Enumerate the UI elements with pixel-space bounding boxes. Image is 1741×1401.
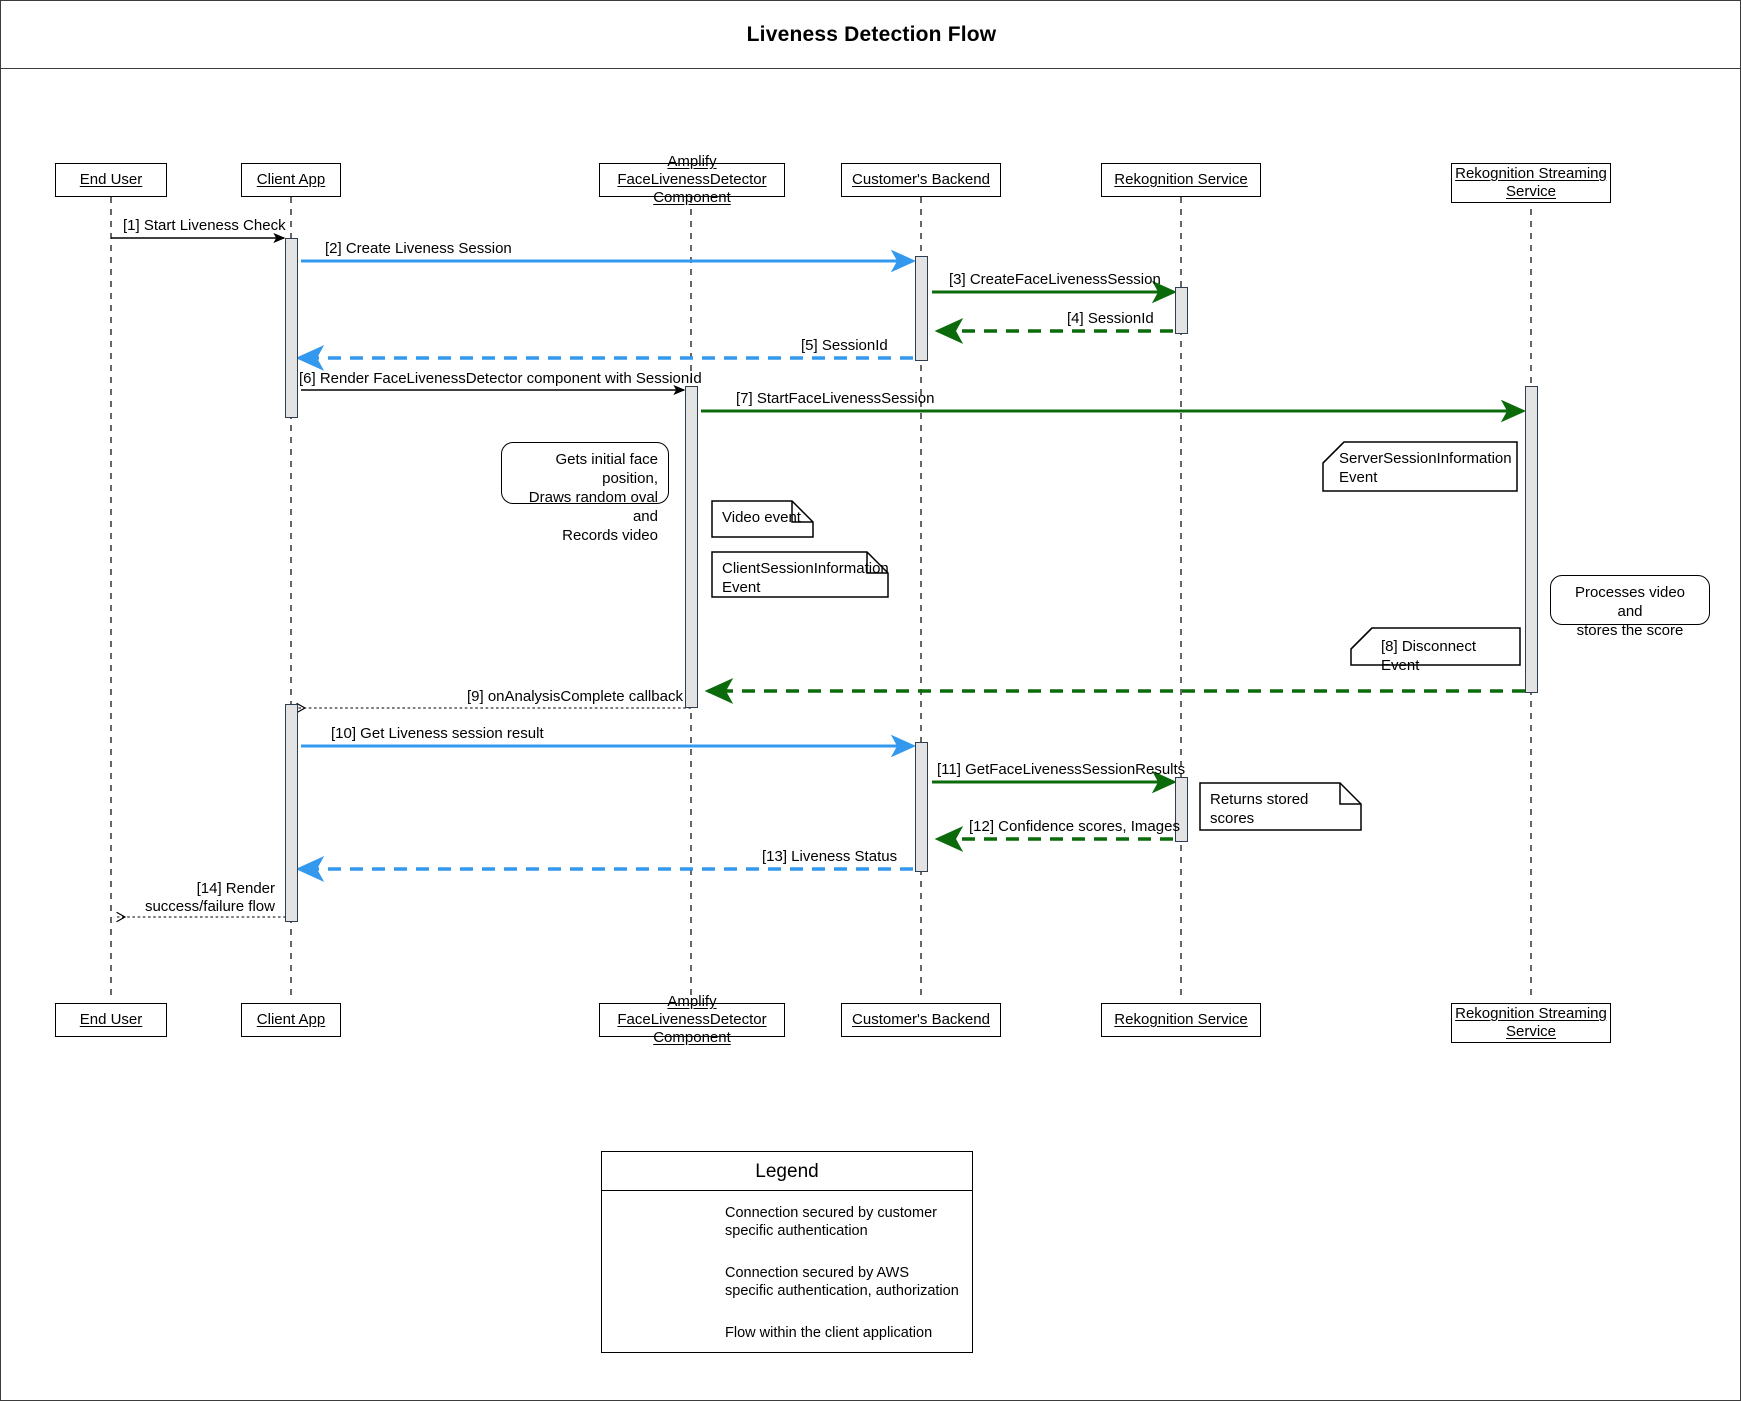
message-label-14-line1: [14] Render (196, 880, 275, 897)
activation-customers-backend-1 (915, 256, 928, 361)
note-gets-initial-face-line3: Records video (562, 527, 658, 544)
note-shape-disconnect-event (1350, 627, 1521, 666)
lifeline-header-rekognition-service[interactable]: Rekognition Service (1101, 163, 1261, 197)
legend: Legend (601, 1151, 973, 1353)
lifeline-header-rekognition-streaming-service-label-line2: Service (1505, 183, 1557, 200)
lifeline-header-amplify-component[interactable]: Amplify FaceLivenessDetector Component (599, 153, 785, 206)
message-label-3: [3] CreateFaceLivenessSession (949, 271, 1161, 288)
lifeline-footer-rekognition-streaming-service-label-line2: Service (1505, 1023, 1557, 1040)
note-gets-initial-face: Gets initial face position, Draws random… (501, 442, 669, 544)
title-bar: Liveness Detection Flow (1, 1, 1740, 69)
lifeline-header-amplify-component-label-line2: Component (653, 189, 731, 206)
note-server-session-information-event: ServerSessionInformation Event (1323, 442, 1517, 491)
message-label-13: [13] Liveness Status (762, 848, 898, 865)
note-server-session-information-event-line1: ServerSessionInformation (1339, 450, 1512, 467)
message-label-6: [6] Render FaceLivenessDetector componen… (299, 370, 702, 387)
message-label-12: [12] Confidence scores, Images (969, 818, 1180, 835)
legend-entry-customer-auth-text: Connection secured by customer specific … (725, 1205, 937, 1239)
note-shape-video-event (711, 500, 814, 538)
note-returns-stored-scores: Returns stored scores (1200, 783, 1361, 830)
note-returns-stored-scores-line2: scores (1210, 810, 1255, 827)
lifeline-lines (110, 197, 1532, 1001)
note-client-session-information-event-text: ClientSessionInformation Event (722, 559, 889, 597)
note-disconnect-event: [8] Disconnect Event (1351, 628, 1520, 674)
message-label-10: [10] Get Liveness session result (331, 725, 544, 742)
lifeline-footer-client-app-label: Client App (256, 1011, 326, 1028)
lifeline-footer-customers-backend[interactable]: Customer's Backend (841, 1003, 1001, 1037)
lifeline-header-customers-backend-label: Customer's Backend (852, 171, 990, 188)
lifeline-footer-amplify-component[interactable]: Amplify FaceLivenessDetector Component (599, 993, 785, 1046)
activation-rekognition-streaming-service-1 (1525, 386, 1538, 693)
note-client-session-information-event-line2: Event (722, 579, 761, 596)
note-server-session-information-event-text: ServerSessionInformation Event (1339, 449, 1512, 487)
lifeline-header-customers-backend[interactable]: Customer's Backend (841, 163, 1001, 197)
note-returns-stored-scores-text: Returns stored scores (1210, 790, 1351, 828)
note-shape-returns-stored-scores (1199, 782, 1362, 831)
lifeline-header-client-app[interactable]: Client App (241, 163, 341, 197)
lifeline-header-client-app-label: Client App (256, 171, 326, 188)
message-label-1: [1] Start Liveness Check (123, 217, 286, 234)
lifeline-footer-amplify-component-label-line2: Component (653, 1029, 731, 1046)
lifeline-footer-end-user[interactable]: End User (55, 1003, 167, 1037)
note-returns-stored-scores-line1: Returns stored (1210, 791, 1309, 808)
note-video-event-text: Video event (722, 509, 801, 526)
legend-title: Legend (602, 1152, 972, 1191)
lifeline-footer-rekognition-streaming-service[interactable]: Rekognition Streaming Service (1451, 1003, 1611, 1043)
note-processes-video: Processes video and stores the score (1550, 575, 1710, 639)
message-label-7: [7] StartFaceLivenessSession (736, 390, 935, 407)
lifeline-footer-rekognition-service-label: Rekognition Service (1114, 1011, 1248, 1028)
lifeline-footer-rekognition-service[interactable]: Rekognition Service (1101, 1003, 1261, 1037)
lifeline-footer-end-user-label: End User (79, 1011, 143, 1028)
message-label-2: [2] Create Liveness Session (325, 240, 512, 257)
lifeline-header-rekognition-streaming-service[interactable]: Rekognition Streaming Service (1451, 163, 1611, 203)
message-label-4: [4] SessionId (1067, 310, 1154, 327)
note-gets-initial-face-line1: Gets initial face position, (555, 451, 658, 487)
legend-entry-aws-auth-text: Connection secured by AWS specific authe… (725, 1265, 959, 1299)
message-label-11: [11] GetFaceLivenessSessionResults (937, 761, 1186, 778)
note-client-session-information-event-line1: ClientSessionInformation (722, 560, 889, 577)
message-label-14-line2: success/failure flow (144, 898, 275, 915)
lifeline-footer-amplify-component-label-line1: Amplify FaceLivenessDetector (617, 993, 767, 1028)
note-shape-server-session-information-event (1322, 441, 1518, 492)
note-client-session-information-event: ClientSessionInformation Event (712, 552, 889, 597)
page-title: Liveness Detection Flow (746, 23, 997, 46)
note-shape-client-session-information-event (711, 551, 889, 598)
lifeline-header-rekognition-service-label: Rekognition Service (1114, 171, 1248, 188)
activation-client-app-2 (285, 704, 298, 922)
activation-amplify-component-1 (685, 386, 698, 708)
lifeline-footer-client-app[interactable]: Client App (241, 1003, 341, 1037)
note-gets-initial-face-line2: Draws random oval and (528, 489, 658, 525)
activation-customers-backend-2 (915, 742, 928, 872)
activation-rekognition-service-1 (1175, 287, 1188, 334)
lifeline-header-rekognition-streaming-service-label-line1: Rekognition Streaming (1455, 165, 1607, 182)
lifeline-header-end-user[interactable]: End User (55, 163, 167, 197)
note-processes-video-line2: stores the score (1576, 622, 1684, 639)
note-processes-video-line1: Processes video and (1574, 584, 1686, 620)
message-label-9: [9] onAnalysisComplete callback (467, 688, 683, 705)
lifeline-header-end-user-label: End User (79, 171, 143, 188)
legend-entry-client-flow-text: Flow within the client application (725, 1325, 933, 1341)
activation-client-app-1 (285, 238, 298, 418)
note-server-session-information-event-line2: Event (1339, 469, 1378, 486)
lifeline-footer-customers-backend-label: Customer's Backend (852, 1011, 990, 1028)
note-disconnect-event-text: [8] Disconnect Event (1381, 638, 1477, 674)
activation-rekognition-service-2 (1175, 777, 1188, 842)
note-video-event: Video event (712, 501, 813, 537)
message-label-5: [5] SessionId (801, 337, 888, 354)
lifeline-footer-rekognition-streaming-service-label-line1: Rekognition Streaming (1455, 1005, 1607, 1022)
lifeline-header-amplify-component-label-line1: Amplify FaceLivenessDetector (617, 153, 767, 188)
